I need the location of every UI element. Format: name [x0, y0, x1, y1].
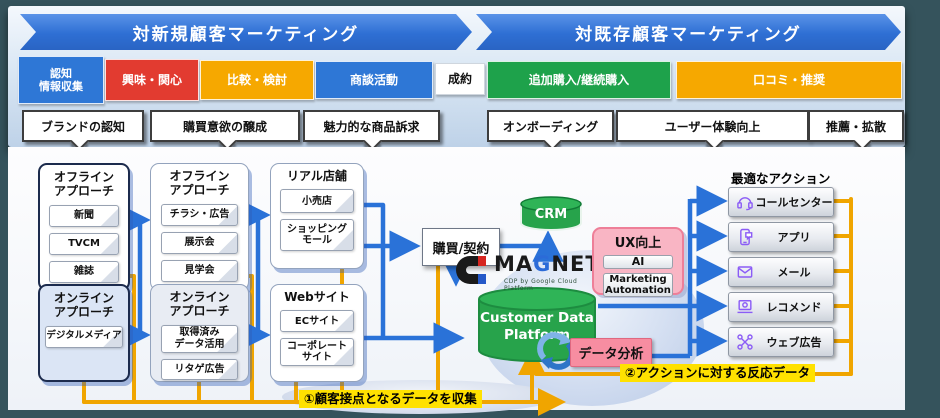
banner-new-customer: 対新規顧客マーケティング	[20, 14, 472, 50]
action-label: ウェブ広告	[766, 336, 822, 349]
item-magazine: 雑誌	[48, 260, 120, 283]
callout-label: オンボーディング	[502, 119, 599, 134]
stage-awareness: 認知 情報収集	[18, 56, 104, 104]
group-offline-approach-2: オフライン アプローチ チラシ・広告 展示会 見学会	[150, 163, 249, 291]
cdp-cylinder: Customer Data Platform	[476, 286, 598, 366]
action-call-center: コールセンター	[728, 187, 834, 217]
stage-repeat-purchase: 追加購入/継続購入	[487, 61, 671, 99]
item-newspaper: 新聞	[48, 204, 120, 227]
crm-label: CRM	[534, 207, 568, 222]
item-marketing-automation: Marketing Automation	[602, 273, 674, 298]
mail-icon	[737, 266, 753, 278]
item-ec-site: ECサイト	[280, 310, 354, 333]
item-shopping-mall: ショッピング モール	[280, 219, 354, 252]
action-mail: メール	[728, 257, 834, 287]
callout-label: ユーザー体験向上	[664, 119, 761, 134]
action-label: アプリ	[777, 231, 811, 244]
logo-part-ma: MA	[494, 252, 534, 276]
optimal-actions-title: 最適なアクション	[731, 171, 831, 186]
callout-label: 推薦・拡散	[825, 119, 886, 134]
data-analysis-box: データ分析	[570, 338, 652, 367]
cylinder-shape	[520, 196, 582, 231]
callout-product-appeal: 魅力的な商品訴求	[303, 110, 440, 151]
banner-existing-customer-label: 対既存顧客マーケティング	[575, 24, 802, 45]
item-exhibition: 展示会	[160, 231, 239, 254]
logo-part-g: G	[533, 252, 552, 276]
logo-wordmark: MAGNET	[494, 254, 601, 275]
sync-arrows-icon	[537, 332, 575, 370]
stage-word-of-mouth: 口コミ・推奨	[676, 61, 902, 99]
action-label: コールセンター	[755, 196, 833, 209]
stage-interest: 興味・関心	[105, 59, 199, 101]
item-tvcm: TVCM	[48, 232, 120, 255]
item-tour: 見学会	[160, 259, 239, 282]
recommend-icon	[737, 300, 753, 314]
group-title: Webサイト	[284, 290, 350, 304]
note-reaction-data: ②アクションに対する反応データ	[620, 364, 815, 382]
stage-negotiation: 商談活動	[315, 61, 433, 99]
group-title: オフライン アプローチ	[169, 169, 230, 198]
group-title: オフライン アプローチ	[53, 170, 114, 199]
action-web-ad: ウェブ広告	[728, 327, 834, 357]
action-label: レコメンド	[766, 301, 822, 314]
magnet-icon	[456, 256, 486, 284]
crm-cylinder: CRM	[518, 194, 584, 234]
action-recommend: レコメンド	[728, 292, 834, 322]
callout-purchase-intent: 購買意欲の醸成	[150, 110, 300, 151]
ux-title: UX向上	[614, 236, 662, 251]
stage-contract: 成約	[435, 63, 485, 95]
cdp-label: Customer Data Platform	[480, 310, 594, 343]
callout-label: 購買意欲の醸成	[182, 119, 267, 134]
logo-tagline: CDP by Google Cloud Platform	[504, 278, 578, 292]
group-website: Webサイト ECサイト コーポレート サイト	[270, 284, 364, 382]
smartphone-icon	[740, 228, 753, 246]
ux-improvement-box: UX向上 AI Marketing Automation	[592, 227, 684, 298]
group-online-approach-2: オンライン アプローチ 取得済み データ活用 リタゲ広告	[150, 284, 249, 382]
callout-label: ブランドの認知	[40, 119, 125, 134]
action-app: アプリ	[728, 222, 834, 252]
stage-comparison: 比較・検討	[200, 60, 314, 100]
group-offline-approach-1: オフライン アプローチ 新聞 TVCM 雑誌	[38, 163, 130, 291]
banner-existing-customer: 対既存顧客マーケティング	[476, 14, 901, 50]
banner-new-customer-label: 対新規顧客マーケティング	[132, 24, 360, 45]
magnet-logo: MAGNET CDP by Google Cloud Platform	[452, 250, 608, 292]
headset-icon	[737, 197, 753, 211]
item-corporate-site: コーポレート サイト	[280, 338, 354, 367]
group-online-approach-1: オンライン アプローチ デジタルメディア	[38, 284, 130, 382]
action-label: メール	[777, 266, 811, 279]
logo-part-net: NET	[551, 252, 601, 276]
group-real-store: リアル店舗 小売店 ショッピング モール	[270, 163, 364, 269]
cylinder-shape	[478, 287, 596, 362]
note-collect-data: ①顧客接点となるデータを収集	[299, 390, 482, 408]
item-retargeting-ad: リタゲ広告	[160, 358, 239, 380]
web-ad-icon	[737, 334, 753, 350]
item-retail-store: 小売店	[280, 189, 354, 214]
item-ai: AI	[602, 255, 674, 270]
group-title: オンライン アプローチ	[169, 290, 230, 319]
item-flyer-ad: チラシ・広告	[160, 203, 239, 226]
callout-onboarding: オンボーディング	[487, 110, 614, 151]
callout-label: 魅力的な商品訴求	[323, 119, 420, 134]
callout-brand-awareness: ブランドの認知	[22, 110, 144, 151]
item-acquired-data: 取得済み データ活用	[160, 324, 239, 353]
group-title: リアル店舗	[287, 169, 347, 183]
item-digital-media: デジタルメディア	[45, 325, 123, 348]
group-title: オンライン アプローチ	[53, 291, 114, 320]
callout-recommend-spread: 推薦・拡散	[808, 110, 904, 151]
